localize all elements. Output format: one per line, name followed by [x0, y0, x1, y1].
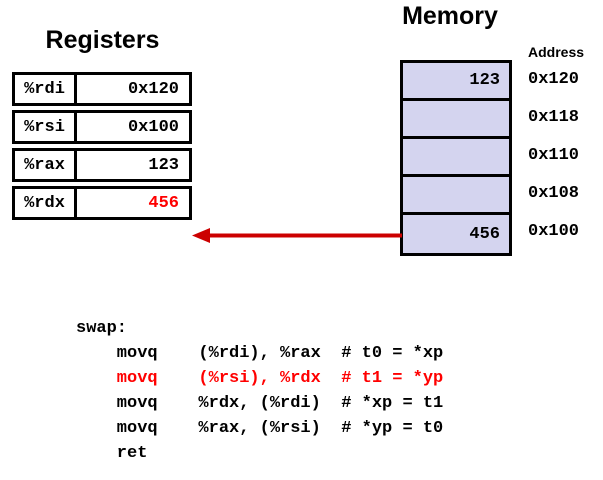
memory-cell-0x118 — [403, 101, 509, 139]
register-name: %rsi — [15, 113, 77, 141]
register-value: 0x120 — [127, 79, 179, 99]
memory-cell-0x120: 123 — [403, 63, 509, 101]
code-line-1: movq (%rsi), %rdx # t1 = *yp — [76, 369, 444, 388]
memory-cell-0x110 — [403, 139, 509, 177]
code-line-3: movq %rax, (%rsi) # *yp = t0 — [76, 419, 444, 438]
address-column-header: Address — [528, 44, 585, 60]
address-label-0x108: 0x108 — [528, 183, 580, 203]
registers-title: Registers — [45, 26, 160, 54]
swap-assembly-code: swap: movq (%rdi), %rax # t0 = *xp movq … — [76, 316, 443, 466]
register-row-rdx: %rdx 456 — [12, 186, 192, 220]
address-label-0x110: 0x110 — [528, 145, 580, 165]
register-value: 123 — [148, 155, 179, 175]
address-column: 0x120 0x118 0x110 0x108 0x100 — [528, 60, 600, 250]
code-line-2: movq %rdx, (%rdi) # *xp = t1 — [76, 394, 444, 413]
memory-title: Memory — [402, 2, 498, 30]
registers-table: %rdi 0x120 %rsi 0x100 %rax 123 %rdx 456 — [12, 72, 192, 224]
register-row-rax: %rax 123 — [12, 148, 192, 182]
register-row-rdi: %rdi 0x120 — [12, 72, 192, 106]
code-line-0: movq (%rdi), %rax # t0 = *xp — [76, 344, 444, 363]
memory-table: 123 456 — [400, 60, 512, 256]
code-line-4: ret — [76, 444, 148, 463]
memory-to-rdx-arrow-icon — [192, 228, 402, 243]
address-label-0x100: 0x100 — [528, 221, 580, 241]
code-label-swap: swap: — [76, 319, 128, 338]
register-value: 456 — [148, 193, 179, 213]
memory-cell-0x108 — [403, 177, 509, 215]
register-name: %rax — [15, 151, 77, 179]
register-row-rsi: %rsi 0x100 — [12, 110, 192, 144]
register-name: %rdi — [15, 75, 77, 103]
memory-cell-0x100: 456 — [403, 215, 509, 253]
register-name: %rdx — [15, 189, 77, 217]
address-label-0x120: 0x120 — [528, 69, 580, 89]
address-label-0x118: 0x118 — [528, 107, 580, 127]
register-value: 0x100 — [127, 117, 179, 137]
